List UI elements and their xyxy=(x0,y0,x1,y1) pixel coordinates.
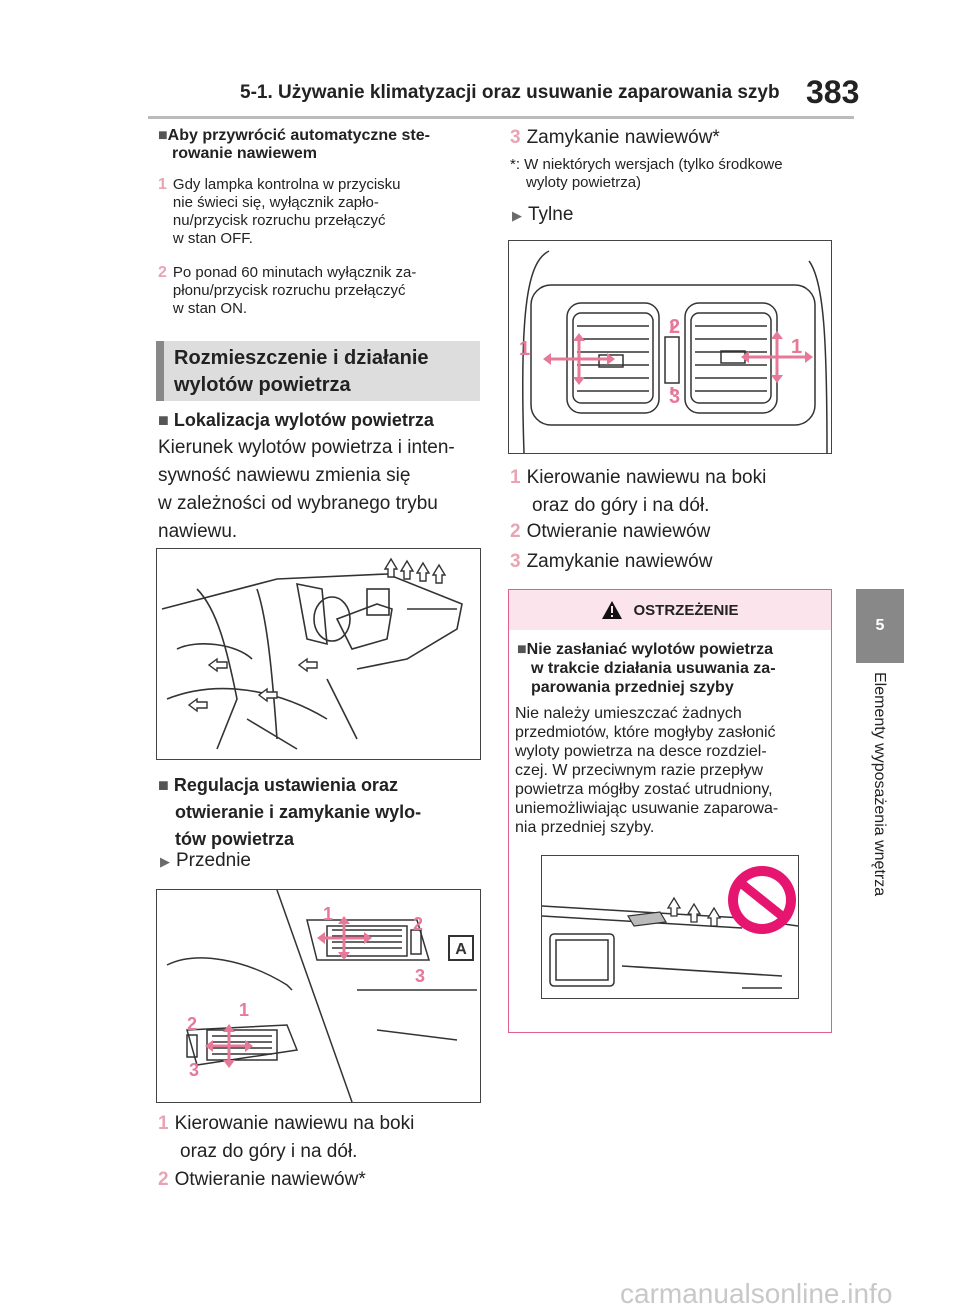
rear-vents-figure: 1 1 2 3 xyxy=(508,240,832,454)
chapter-tab-label: Elementy wyposażenia wnętrza xyxy=(871,672,888,897)
auto-step-2: 2 Po ponad 60 minutach wyłącznik za- pło… xyxy=(158,264,417,317)
warning-box: OSTRZEŻENIE ■Nie zasłaniać wylotów powie… xyxy=(508,589,832,1033)
blocked-vent-figure xyxy=(541,855,799,999)
rear-label-1-left: 1 xyxy=(519,338,530,360)
auto-control-heading: ■Aby przywrócić automatyczne ste- rowani… xyxy=(158,127,430,162)
rear-vents-illustration: 1 1 2 3 xyxy=(519,250,828,454)
footnote: *: W niektórych wersjach (tylko środkowe… xyxy=(510,156,783,191)
label-a: A xyxy=(455,941,467,958)
front-side-label-2: 2 xyxy=(187,1014,197,1034)
rear-label-1-right: 1 xyxy=(791,336,802,358)
front-side-label-1: 1 xyxy=(239,1000,249,1020)
chapter-tab: 5 xyxy=(856,589,904,663)
front-top-label-2: 2 xyxy=(413,914,423,934)
page-number: 383 xyxy=(806,74,860,110)
interior-airflow-figure xyxy=(156,548,481,760)
section-title-box: Rozmieszczenie i działanie wylotów powie… xyxy=(156,341,480,401)
blocked-vent-illustration xyxy=(541,866,799,989)
auto-step-1: 1 Gdy lampka kontrolna w przycisku nie ś… xyxy=(158,176,401,247)
adjust-heading: ■ Regulacja ustawienia oraz otwieranie i… xyxy=(158,775,422,849)
rear-label: ▶Tylne xyxy=(512,204,574,225)
header-divider xyxy=(148,116,854,119)
front-top-label-3: 3 xyxy=(415,966,425,986)
rear-label-3: 3 xyxy=(669,386,680,408)
location-heading: ■ Lokalizacja wylotów powietrza xyxy=(158,410,434,430)
warning-text: Nie należy umieszczać żadnych przedmiotó… xyxy=(515,705,779,836)
warning-icon xyxy=(602,601,623,619)
front-vents-illustration: A 1 2 3 1 2 3 xyxy=(166,889,477,1103)
front-side-label-3: 3 xyxy=(189,1060,199,1080)
watermark: carmanualsonline.info xyxy=(620,1278,893,1309)
front-label: ▶Przednie xyxy=(160,850,251,871)
warning-header: OSTRZEŻENIE xyxy=(509,590,831,630)
warning-title: OSTRZEŻENIE xyxy=(633,601,739,619)
front-vents-figure: A 1 2 3 1 2 3 xyxy=(156,889,481,1103)
warning-heading: ■Nie zasłaniać wylotów powietrza w trakc… xyxy=(517,641,776,696)
interior-illustration xyxy=(161,557,463,750)
rear-label-2: 2 xyxy=(669,316,680,338)
section-header-title: 5-1. Używanie klimatyzacji oraz usuwanie… xyxy=(240,82,780,103)
front-top-label-1: 1 xyxy=(323,904,333,924)
location-text: Kierunek wylotów powietrza i inten- sywn… xyxy=(158,437,455,542)
